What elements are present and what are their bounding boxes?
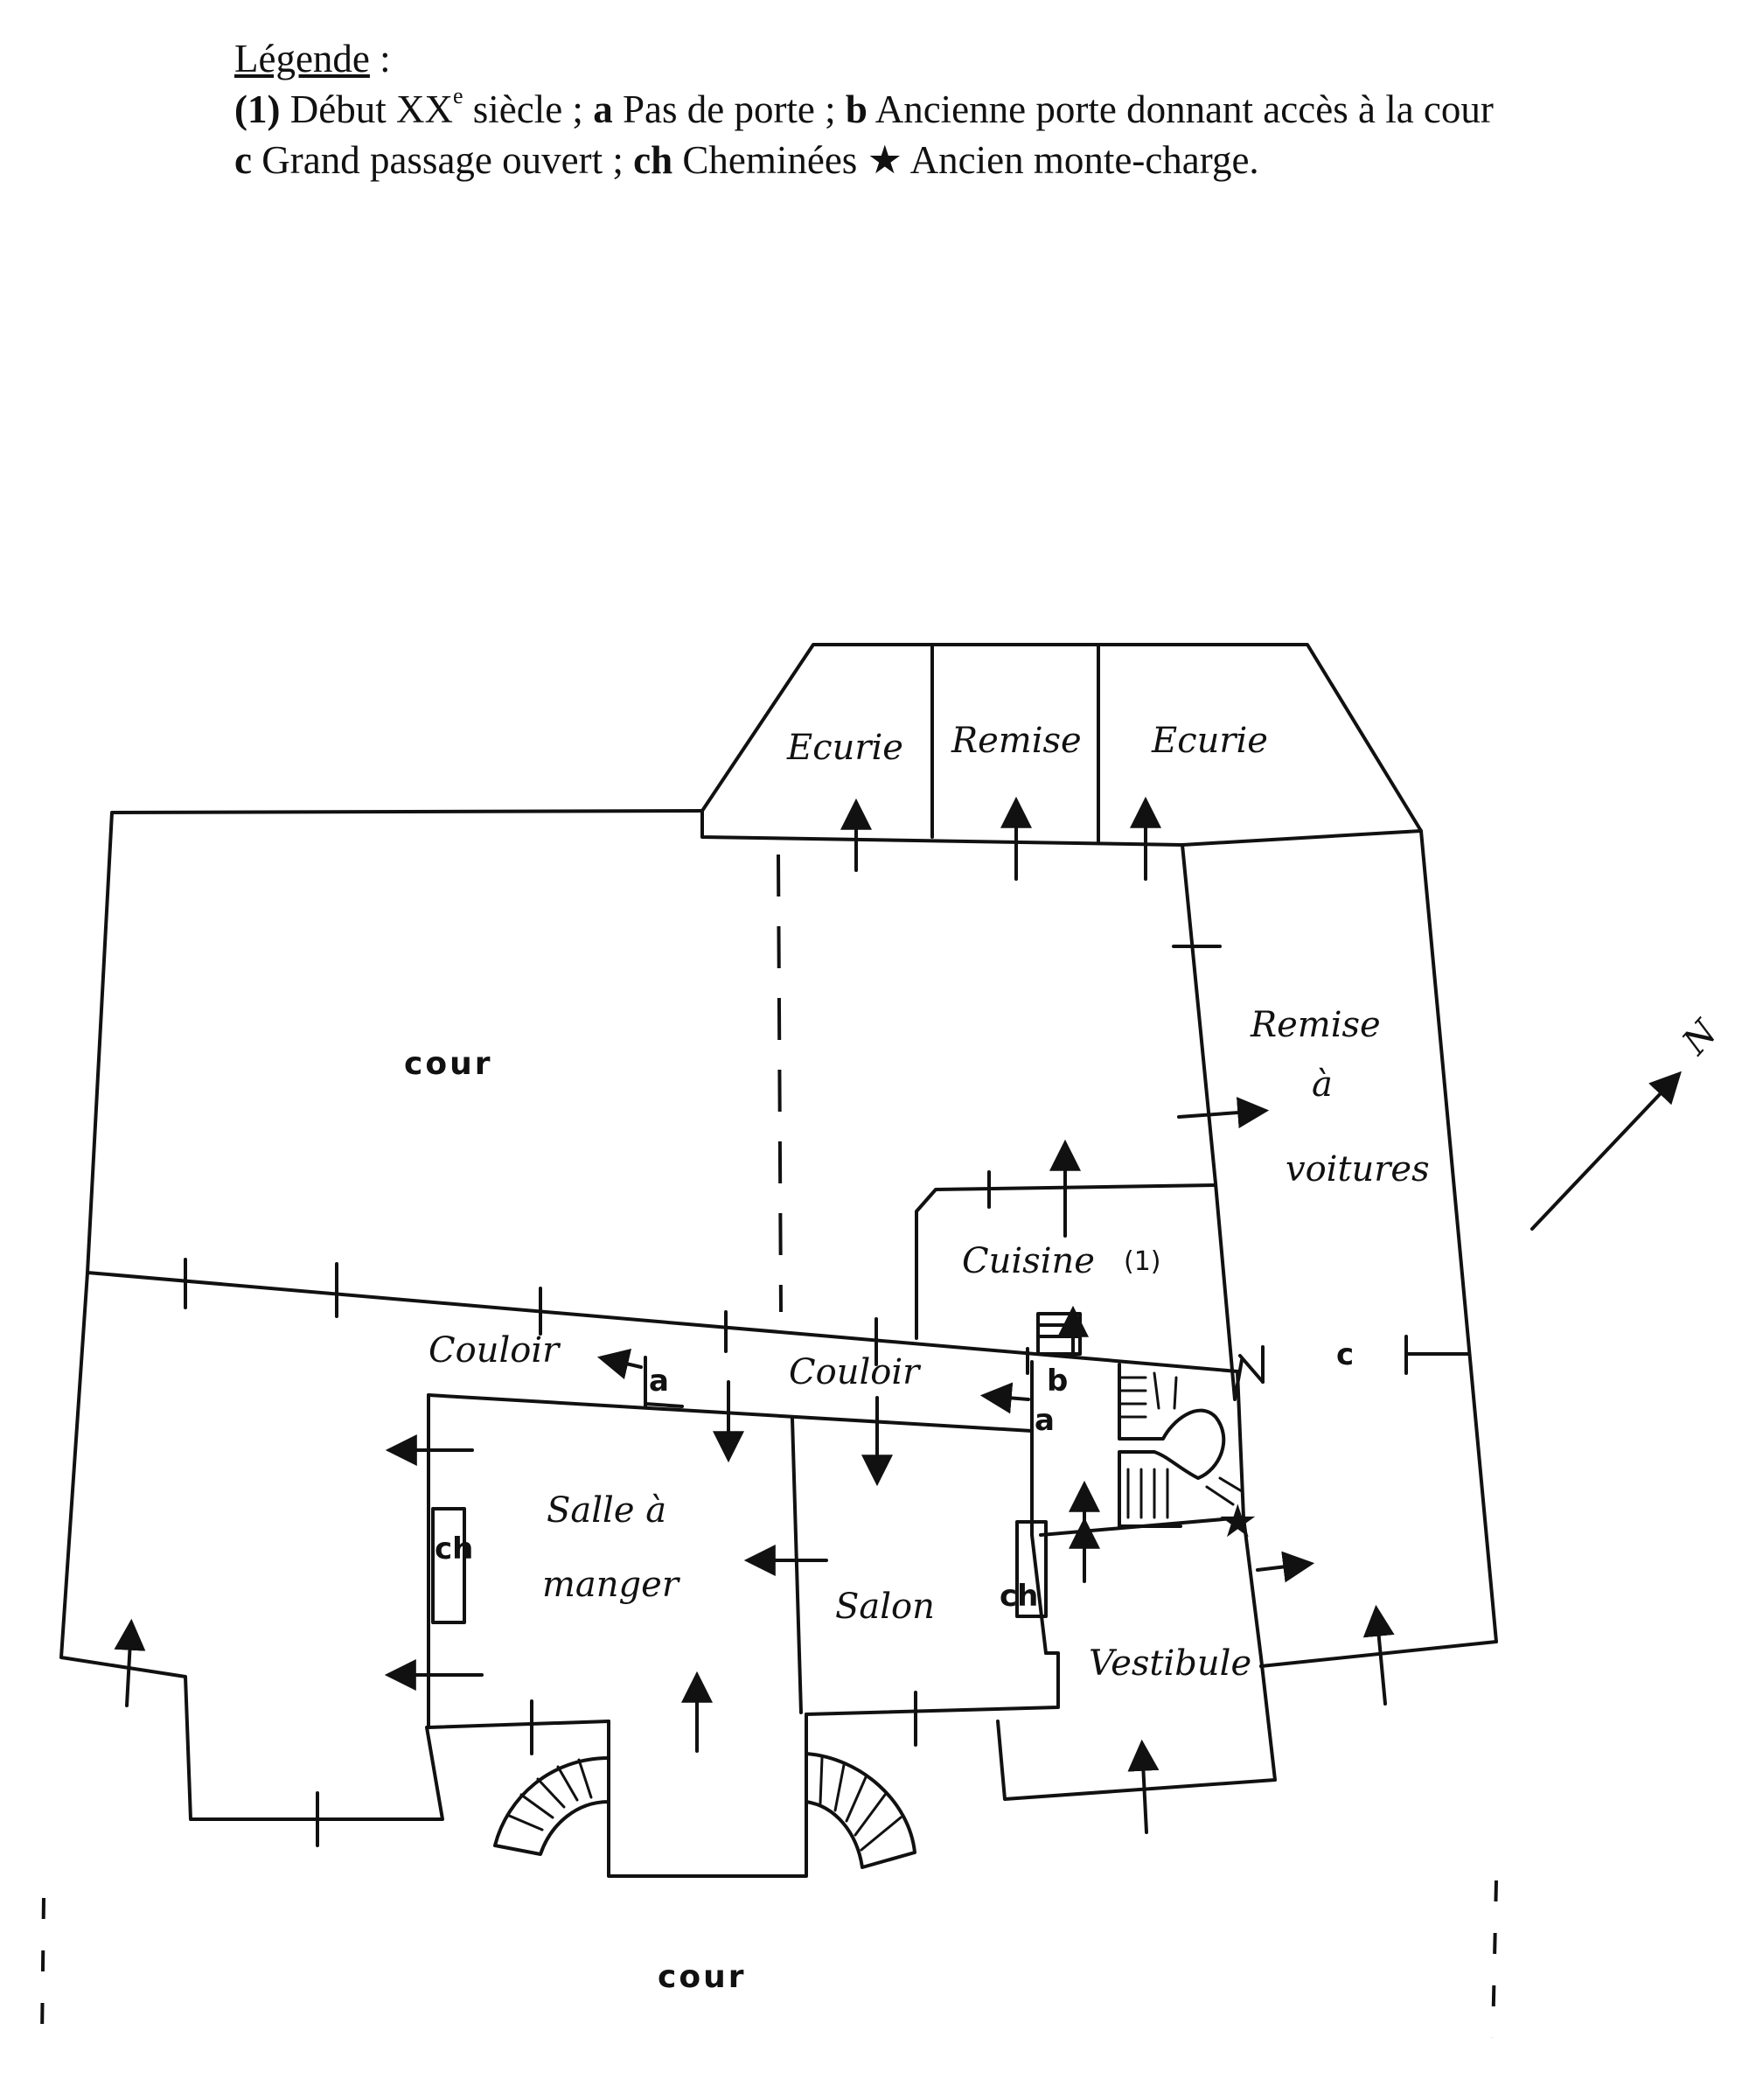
room-label-cour-bottom: cour (658, 1959, 746, 1995)
legend-star-icon: ★ (867, 138, 902, 182)
code-ch-left: ch (435, 1531, 473, 1566)
legend-line-1: (1) Début XXe siècle ; a Pas de porte ; … (234, 84, 1721, 135)
main-house (59, 1183, 1498, 1878)
carriage-house-walls (1172, 843, 1244, 1401)
code-c: c (1336, 1337, 1354, 1372)
legend-note-1-text: Début XX (280, 87, 453, 131)
legend-title-colon: : (369, 37, 391, 80)
legend-code-c-text: Grand passage ouvert ; (251, 138, 634, 182)
legend-code-b-text: Ancienne porte donnant accès à la cour (867, 87, 1494, 131)
room-label-salon: Salon (835, 1587, 935, 1627)
room-label-cuisine: Cuisine (962, 1241, 1095, 1281)
legend-line-2: c Grand passage ouvert ; ch Cheminées ★ … (234, 135, 1721, 185)
legend-star-text: Ancien monte-charge. (902, 138, 1259, 182)
room-label-vestibule: Vestibule (1089, 1643, 1251, 1684)
legend-code-b: b (845, 87, 868, 131)
legend-note-1-sup: e (452, 83, 463, 108)
lower-boundaries (40, 1880, 1498, 2039)
legend-title: Légende (234, 37, 370, 80)
courtyard-walls (86, 809, 1498, 1643)
code-b: b (1047, 1364, 1068, 1399)
room-label-cour-top: cour (404, 1046, 492, 1082)
legend: Légende : (1) Début XXe siècle ; a Pas d… (234, 33, 1721, 185)
north-arrow-icon (1530, 1071, 1682, 1231)
room-label-remise-voitures-2: à (1312, 1064, 1333, 1105)
legend-code-ch: ch (633, 138, 673, 182)
legend-title-row: Légende : (234, 33, 1721, 84)
room-labels: Ecurie Remise Ecurie cour Remise à voitu… (404, 721, 1726, 1995)
code-ch-right: ch (1000, 1579, 1038, 1614)
north-label: N (1675, 1011, 1727, 1063)
room-label-ecurie-right: Ecurie (1151, 721, 1268, 761)
room-label-salle-1: Salle à (547, 1490, 666, 1531)
door-ticks (184, 1170, 1029, 1847)
code-labels: a a b c ch ch (435, 1337, 1354, 1614)
legend-note-1-text-end: siècle ; (463, 87, 594, 131)
star-icon: ★ (1217, 1496, 1258, 1548)
legend-code-a-text: Pas de porte ; (612, 87, 846, 131)
legend-code-c: c (234, 138, 252, 182)
room-label-couloir-left: Couloir (429, 1330, 561, 1371)
room-label-ecurie-left: Ecurie (786, 728, 903, 768)
room-label-remise: Remise (951, 721, 1082, 761)
room-label-remise-voitures-3: voitures (1286, 1149, 1430, 1190)
legend-code-a: a (593, 87, 613, 131)
legend-note-1-marker: (1) (234, 87, 281, 131)
room-label-cuisine-note: (1) (1124, 1246, 1161, 1277)
room-label-remise-voitures-1: Remise (1250, 1005, 1381, 1045)
room-label-salle-2: manger (542, 1565, 681, 1605)
circulation-arrows (114, 796, 1682, 1834)
code-a-left: a (649, 1364, 669, 1399)
legend-code-ch-text: Cheminées (672, 138, 868, 182)
room-label-couloir-right: Couloir (789, 1352, 922, 1392)
code-a-right: a (1035, 1403, 1055, 1438)
